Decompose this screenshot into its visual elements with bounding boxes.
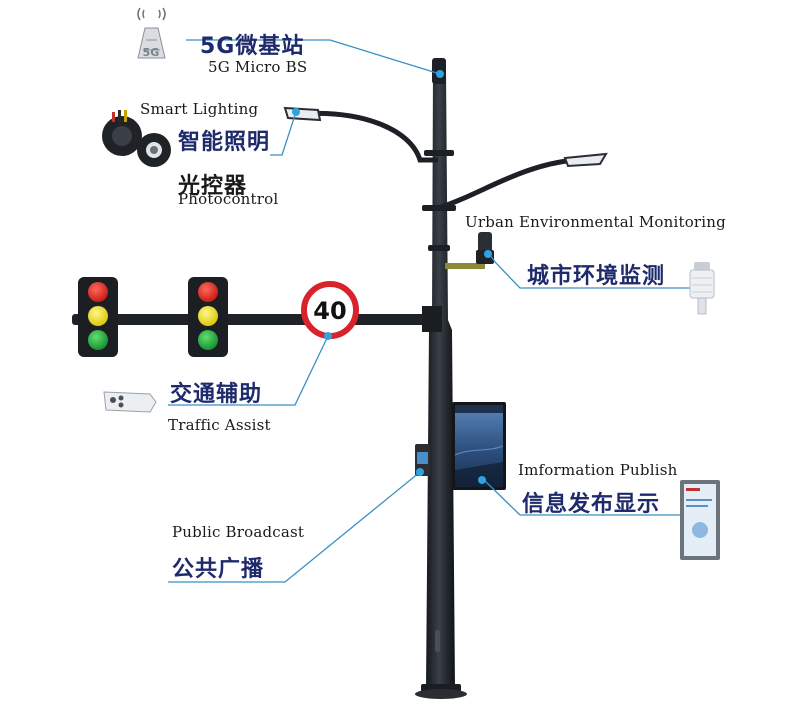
info-publish-label-en: Imformation Publish: [518, 461, 678, 479]
env-sensor-icon: [689, 262, 715, 315]
lamp-arms: [283, 106, 608, 211]
env-monitoring-label-en: Urban Environmental Monitoring: [465, 213, 726, 231]
speed-limit-value: 40: [313, 297, 346, 325]
traffic-signal-1: [78, 277, 118, 357]
info-display-screen: [452, 402, 506, 490]
photocontrol-icon: [102, 110, 171, 167]
photocontrol-label-en: Photocontrol: [178, 190, 279, 208]
traffic-assist-label-en: Traffic Assist: [168, 416, 271, 434]
public-broadcast-label-en: Public Broadcast: [172, 523, 305, 541]
traffic-arm: [72, 306, 442, 332]
leader-dots: [292, 70, 492, 484]
leader-lines: [168, 39, 692, 583]
5g-micro-bs-label-zh: 5G微基站: [200, 34, 305, 59]
speaker-box: [415, 444, 430, 476]
info-publish-label-zh: 信息发布显示: [522, 492, 661, 517]
smart-lighting-label-en: Smart Lighting: [140, 100, 259, 118]
svg-text:5G: 5G: [143, 46, 160, 59]
public-broadcast-label-zh: 公共广播: [172, 557, 265, 582]
5g-micro-bs-label-en: 5G Micro BS: [208, 58, 308, 76]
led-display-icon: [680, 480, 720, 560]
photocontrol-label-zh: 光控器: [178, 174, 248, 199]
main-pole: [415, 58, 467, 699]
traffic-assist-label-zh: 交通辅助: [170, 382, 263, 407]
traffic-signal-2: [188, 277, 228, 357]
env-monitoring-label-zh: 城市环境监测: [527, 264, 666, 289]
speed-limit-sign: 40: [301, 281, 359, 339]
smart-lighting-label-zh: 智能照明: [178, 130, 271, 155]
5g-tower-icon: 5G: [137, 7, 166, 59]
camera-icon: [103, 391, 157, 413]
